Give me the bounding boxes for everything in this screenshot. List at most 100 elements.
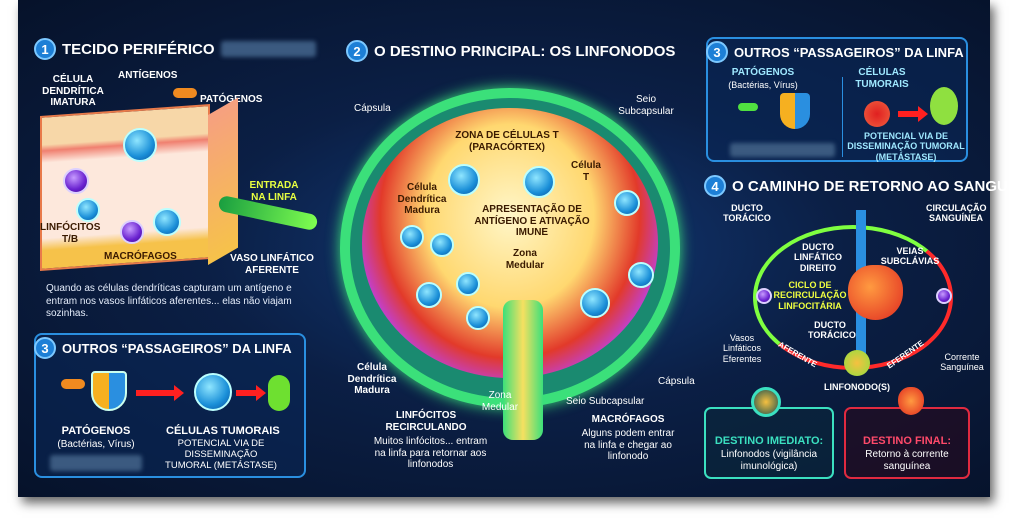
label-efferent-vessels: Vasos Linfáticos Eferentes: [722, 333, 762, 364]
lymphocyte-icon: [456, 272, 480, 296]
macrophage-description: Alguns podem entrar na linfa e chegar ao…: [581, 428, 675, 462]
section-3-box-left: 3 OUTROS “PASSAGEIROS” DA LINFA PATÓGENOS…: [34, 333, 306, 478]
heart-icon: [848, 265, 903, 320]
label-antigens: ANTÍGENOS: [118, 70, 178, 81]
immediate-destination-box: DESTINO IMEDIATO: Linfonodos (vigilância…: [704, 387, 834, 479]
divider: [842, 77, 843, 157]
label-immature-dc: CÉLULA DENDRÍTICA IMATURA: [42, 74, 104, 108]
label-lymph-entry: ENTRADA NA LINFA: [249, 180, 299, 203]
label-mature-dc-2: Célula Dendrítica Madura: [347, 362, 397, 396]
efferent-vessel: [503, 300, 543, 440]
final-destination-box: DESTINO FINAL: Retorno à corrente sanguí…: [844, 387, 970, 479]
lymphocyte-icon: [430, 233, 454, 257]
lymphocyte-icon: [936, 288, 952, 304]
label-right-lymphatic-duct: DUCTO LINFÁTICO DIREITO: [794, 242, 842, 273]
blurred-text: [730, 143, 835, 157]
label-blood-circulation: CIRCULAÇÃO SANGUÍNEA: [926, 203, 987, 224]
mature-dendritic-cell-icon: [448, 164, 480, 196]
shield-icon: [780, 93, 810, 129]
tumor-cell-icon: [194, 373, 232, 411]
label-bloodstream: Corrente Sanguínea: [940, 352, 984, 373]
red-arrow-icon: [136, 385, 184, 401]
label-t-cell: Célula T: [570, 160, 601, 183]
label-pathogens: PATÓGENOS: [200, 94, 263, 105]
lymph-node-icon: [930, 87, 958, 125]
label-lymph-nodes: LINFONODO(S): [824, 382, 890, 392]
label-macrophages: MACRÓFAGOS: [591, 414, 665, 425]
label-tumor-cells: CÉLULAS TUMORAIS: [166, 425, 280, 437]
label-recirculation-cycle: CICLO DE RECIRCULAÇÃO LINFOCITÁRIA: [773, 280, 847, 311]
label-t-cell-zone: ZONA DE CÉLULAS T (PARACÓRTEX): [455, 130, 559, 153]
metastasis-icon: [268, 375, 290, 411]
label-metastasis: POTENCIAL VIA DE DISSEMINAÇÃO TUMORAL (M…: [165, 438, 277, 471]
label-metastasis: POTENCIAL VIA DE DISSEMINAÇÃO TUMORAL (M…: [847, 131, 965, 162]
lymphocyte-icon: [756, 288, 772, 304]
final-destination-title: DESTINO FINAL:: [863, 435, 951, 447]
section-4-heading: 4 O CAMINHO DE RETORNO AO SANGUE: [704, 175, 1018, 197]
final-destination-text: Retorno à corrente sanguínea: [865, 449, 949, 472]
label-medullary-zone: Zona Medular: [505, 248, 545, 271]
blurred-text: [50, 455, 142, 471]
lymphocyte-icon: [628, 262, 654, 288]
label-subcapsular-sinus-2: Seio Subcapsular: [566, 396, 645, 407]
immediate-destination-title: DESTINO IMEDIATO:: [714, 435, 824, 447]
label-pathogens: PATÓGENOS: [731, 67, 795, 78]
recirculating-description: Muitos linfócitos... entram na linfa par…: [373, 436, 488, 470]
immediate-destination-text: Linfonodos (vigilância imunológica): [720, 449, 818, 472]
section-title: O DESTINO PRINCIPAL: OS LINFONODOS: [374, 42, 676, 60]
t-cell-icon: [523, 166, 555, 198]
section-number: 1: [34, 38, 56, 60]
section-title: TECIDO PERIFÉRICO: [62, 40, 215, 58]
section-number: 3: [34, 337, 56, 359]
red-arrow-icon: [898, 106, 928, 122]
dendritic-cell-icon: [76, 198, 100, 222]
section-2-heading: 2 O DESTINO PRINCIPAL: OS LINFONODOS: [346, 40, 675, 62]
section-3-heading: 3 OUTROS “PASSAGEIROS” DA LINFA: [34, 337, 292, 359]
label-medullary-zone-2: Zona Medular: [481, 390, 519, 413]
label-thoracic-duct-2: DUCTO TORÁCICO: [808, 320, 856, 341]
shield-icon: [91, 371, 127, 411]
lymphocyte-icon: [614, 190, 640, 216]
section-number: 4: [704, 175, 726, 197]
blurred-text: [220, 41, 316, 57]
section-title: OUTROS “PASSAGEIROS” DA LINFA: [62, 340, 292, 356]
label-recirculating-lymphocytes: LINFÓCITOS RECIRCULANDO: [385, 410, 467, 433]
macrophage-icon: [580, 288, 610, 318]
section-1-caption: Quando as células dendríticas capturam u…: [46, 283, 292, 319]
red-arrow-icon: [236, 385, 266, 401]
label-capsule: Cápsula: [354, 103, 391, 114]
lymphocyte-icon: [63, 168, 89, 194]
tumor-cell-icon: [864, 101, 890, 127]
label-pathogens-sub: (Bactérias, Vírus): [728, 80, 798, 90]
label-capsule-2: Cápsula: [658, 376, 695, 387]
dendritic-cell-icon: [123, 128, 157, 162]
label-lymphocytes: LINFÓCITOS T/B: [40, 222, 101, 245]
section-number: 2: [346, 40, 368, 62]
tissue-side: [208, 97, 238, 265]
label-subcapsular-sinus: Seio Subcapsular: [618, 94, 674, 117]
label-antigen-presentation: APRESENTAÇÃO DE ANTÍGENO E ATIVAÇÃO IMUN…: [474, 204, 590, 238]
label-thoracic-duct: DUCTO TORÁCICO: [723, 203, 771, 224]
bacteria-icon: [61, 379, 85, 389]
label-pathogens: PATÓGENOS: [61, 425, 131, 437]
magnifier-icon: [751, 387, 781, 417]
heart-icon: [898, 387, 924, 415]
lymphocyte-icon: [416, 282, 442, 308]
lymphocyte-icon: [466, 306, 490, 330]
bacteria-icon: [738, 103, 758, 111]
label-mature-dc: Célula Dendrítica Madura: [397, 182, 447, 216]
lymph-node-icon: [844, 350, 870, 376]
label-pathogens-sub: (Bactérias, Vírus): [57, 439, 135, 450]
macrophage-icon: [153, 208, 181, 236]
infographic-panel: 1 TECIDO PERIFÉRICO CÉLULA DENDRÍTICA IMA…: [18, 0, 1018, 497]
label-subclavian-veins: VEIAS SUBCLÁVIAS: [880, 246, 940, 267]
lymphocyte-icon: [120, 220, 144, 244]
label-macrophages: MACRÓFAGOS: [104, 251, 177, 262]
section-title: OUTROS “PASSAGEIROS” DA LINFA: [734, 44, 964, 60]
section-title: O CAMINHO DE RETORNO AO SANGUE: [732, 177, 1018, 195]
lymphocyte-icon: [400, 225, 424, 249]
pathogen-icon: [173, 88, 197, 98]
section-1-heading: 1 TECIDO PERIFÉRICO: [34, 38, 316, 60]
